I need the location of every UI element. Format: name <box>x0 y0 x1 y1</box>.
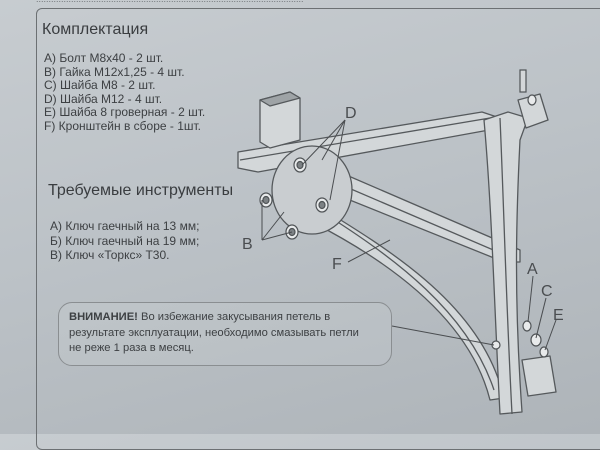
cut-off-top-text: ........................................… <box>36 0 596 4</box>
label-b: B <box>242 236 253 253</box>
label-c: C <box>541 283 553 300</box>
round-plate <box>271 145 353 235</box>
label-a: A <box>527 261 538 278</box>
tools-item: А) Ключ гаечный на 13 мм; <box>50 219 200 233</box>
bracket-assembly-drawing <box>237 69 557 415</box>
kit-item: D) Шайба М12 - 4 шт. <box>44 91 163 106</box>
tools-item: В) Ключ «Торкс» Т30. <box>50 248 170 262</box>
tools-list: А) Ключ гаечный на 13 мм; Б) Ключ гаечны… <box>50 219 199 263</box>
kit-list: А) Болт М8х40 - 2 шт. В) Гайка М12х1,25 … <box>44 51 206 134</box>
kit-title: Комплектация <box>42 21 149 38</box>
warning-label: ВНИМАНИЕ! <box>69 311 138 323</box>
tools-item: Б) Ключ гаечный на 19 мм; <box>50 233 200 248</box>
kit-item: В) Гайка М12х1,25 - 4 шт. <box>44 64 185 79</box>
instruction-sheet: ........................................… <box>36 0 600 450</box>
bottom-hinge-plate <box>521 355 557 397</box>
warning-box: ВНИМАНИЕ! Во избежание закусывания петел… <box>58 302 392 366</box>
label-d: D <box>345 105 357 122</box>
warning-line1: Во избежание закусывания петель в <box>137 311 331 323</box>
label-e: E <box>553 307 564 324</box>
label-f: F <box>332 256 342 273</box>
tools-title: Требуемые инструменты <box>48 182 234 199</box>
kit-item: Е) Шайба 8 гроверная - 2 шт. <box>44 105 206 120</box>
warning-line2: результате эксплуатации, необходимо смаз… <box>69 326 359 339</box>
kit-item: С) Шайба М8 - 2 шт. <box>44 78 156 93</box>
warning-line3: не реже 1 раза в месяц. <box>69 342 194 354</box>
kit-item: А) Болт М8х40 - 2 шт. <box>44 51 164 65</box>
kit-item: F) Кронштейн в сборе - 1шт. <box>44 118 202 133</box>
